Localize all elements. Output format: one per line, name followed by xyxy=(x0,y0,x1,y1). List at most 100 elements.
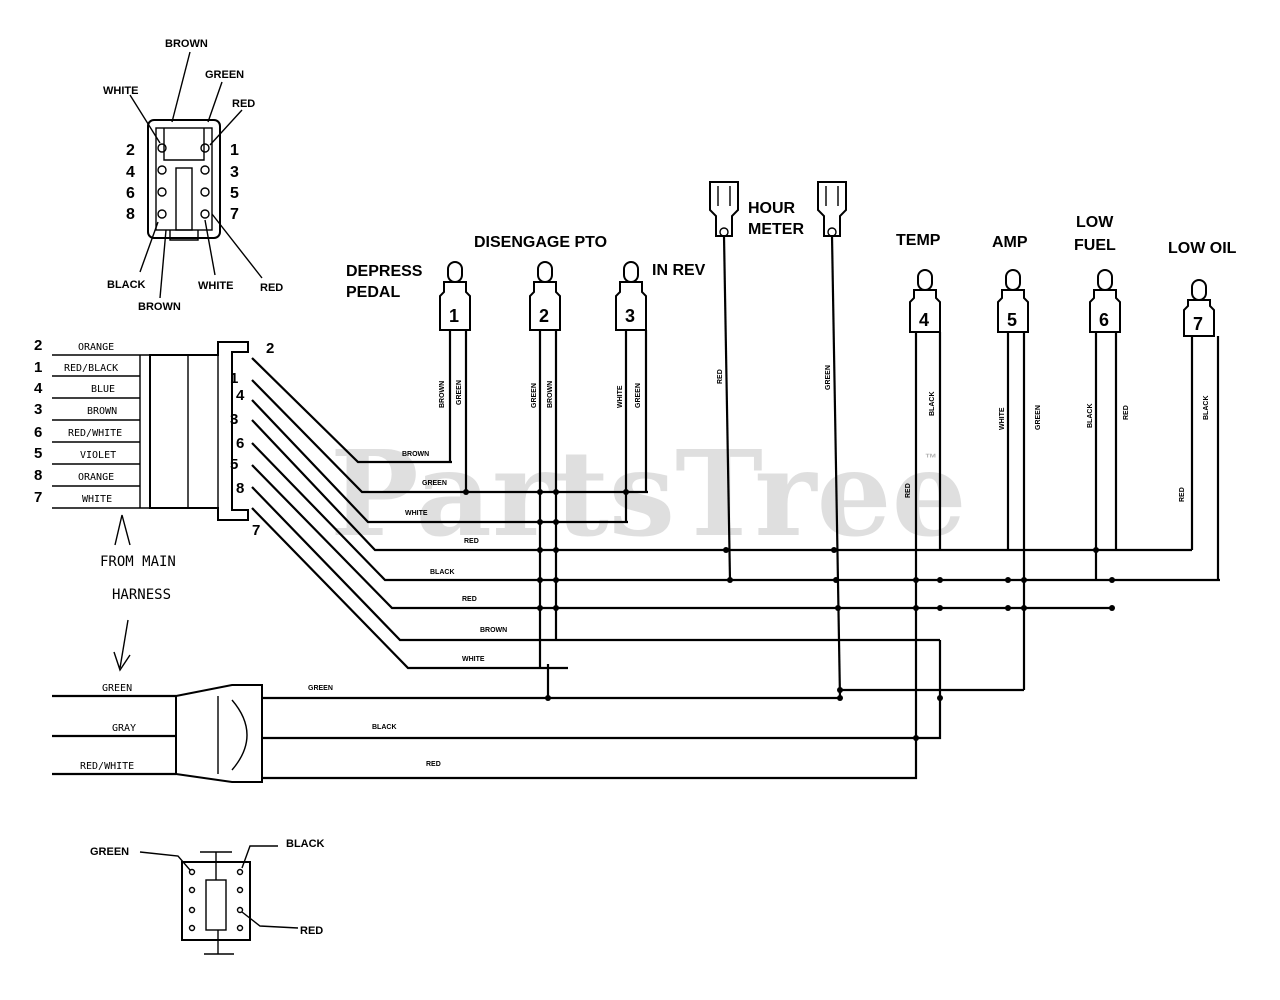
hour-meter-green-label: GREEN xyxy=(825,365,832,390)
lamp-6-title-line2: FUEL xyxy=(1074,237,1116,254)
plug-right-pin-3: 4 xyxy=(236,387,245,404)
plug-right-pin-5: 6 xyxy=(236,435,244,452)
lamp-5-number: 5 xyxy=(1007,310,1017,330)
plug-right-pin-4: 3 xyxy=(230,411,238,428)
lamp-2-title: DISENGAGE PTO xyxy=(474,234,607,251)
plug-pin-8: 7 xyxy=(34,489,42,506)
lamp-6-wire-b-label: RED xyxy=(1123,405,1130,420)
top-pin-right-2: 3 xyxy=(230,164,239,181)
bus-label-white: WHITE xyxy=(405,510,428,517)
plug-color-1: ORANGE xyxy=(78,342,114,353)
watermark-trademark: ™ xyxy=(925,451,937,465)
lamp-3-title: IN REV xyxy=(652,262,706,279)
plug-pin-2: 1 xyxy=(34,359,42,376)
lamp-1-wire-a-label: BROWN xyxy=(439,381,446,408)
bus-label-black: BLACK xyxy=(430,569,455,576)
hour-meter-title: HOUR xyxy=(748,200,796,217)
bottom-connector xyxy=(139,845,299,955)
plug-right-pin-7: 8 xyxy=(236,480,244,497)
lamp-2-wire-b-label: BROWN xyxy=(547,381,554,408)
bottom-connector-green-label: GREEN xyxy=(90,846,129,858)
lamp-7 xyxy=(1183,279,1220,580)
plug-color-7: ORANGE xyxy=(78,472,114,483)
top-connector-white-bottom-label: WHITE xyxy=(198,280,233,292)
top-connector xyxy=(129,51,263,299)
top-pin-left-4: 8 xyxy=(126,206,135,223)
lower-harness xyxy=(52,550,942,783)
harness-redwhite-left: RED/WHITE xyxy=(80,761,134,772)
lamp-3-wire-b-label: GREEN xyxy=(635,383,642,408)
bus-label-green: GREEN xyxy=(422,480,447,487)
lamp-4-wire-b-label: RED xyxy=(905,483,912,498)
bottom-connector-black-label: BLACK xyxy=(286,838,325,850)
lamp-7-number: 7 xyxy=(1193,314,1203,334)
top-connector-white-label: WHITE xyxy=(103,85,138,97)
top-pin-left-3: 6 xyxy=(126,185,135,202)
plug-color-4: BROWN xyxy=(87,406,117,417)
plug-right-pin-2: 1 xyxy=(230,370,238,387)
lamp-7-title: LOW OIL xyxy=(1168,240,1237,257)
bus-label-red-2: RED xyxy=(462,596,477,603)
lamp-7-wire-a-label: BLACK xyxy=(1203,396,1210,421)
top-connector-green-label: GREEN xyxy=(205,69,244,81)
top-pin-right-3: 5 xyxy=(230,185,239,202)
lamp-4-wire-a-label: BLACK xyxy=(929,392,936,417)
from-main-line2: HARNESS xyxy=(112,587,171,603)
lamp-6-title: LOW xyxy=(1076,214,1114,231)
lamp-5-wire-a-label: WHITE xyxy=(999,407,1006,430)
top-connector-red-bottom-label: RED xyxy=(260,282,283,294)
junctions xyxy=(463,489,1115,741)
bottom-connector-red-label: RED xyxy=(300,925,323,937)
top-pin-left-2: 4 xyxy=(126,164,135,181)
harness-gray-left: GRAY xyxy=(112,723,136,734)
lamp-4 xyxy=(909,269,942,550)
lamp-3-number: 3 xyxy=(625,306,635,326)
hour-meter-red-label: RED xyxy=(717,369,724,384)
harness-plug xyxy=(52,341,249,672)
lamp-4-title: TEMP xyxy=(896,232,941,249)
harness-green-left: GREEN xyxy=(102,683,132,694)
watermark: PartsTree xyxy=(330,424,967,563)
lamp-1 xyxy=(439,261,471,492)
top-connector-brown-label: BROWN xyxy=(165,38,208,50)
plug-pin-5: 6 xyxy=(34,424,42,441)
plug-pin-4: 3 xyxy=(34,401,42,418)
lamp-2-wire-a-label: GREEN xyxy=(531,383,538,408)
lamp-1-title-line2: PEDAL xyxy=(346,284,400,301)
top-pin-left-1: 2 xyxy=(126,142,135,159)
hour-meter xyxy=(709,181,847,699)
hour-meter-title-line2: METER xyxy=(748,221,804,238)
top-pin-right-4: 7 xyxy=(230,206,239,223)
lamp-2 xyxy=(529,261,561,668)
plug-pin-1: 2 xyxy=(34,337,42,354)
top-pin-right-1: 1 xyxy=(230,142,239,159)
plug-right-pin-6: 5 xyxy=(230,456,238,473)
harness-black-right: BLACK xyxy=(372,724,397,731)
from-main-line1: FROM MAIN xyxy=(100,554,176,570)
top-connector-red-label: RED xyxy=(232,98,255,110)
lamp-3-wire-a-label: WHITE xyxy=(617,385,624,408)
lamp-6 xyxy=(1089,269,1121,580)
lamp-2-number: 2 xyxy=(539,306,549,326)
lamp-1-title: DEPRESS xyxy=(346,263,423,280)
plug-pin-3: 4 xyxy=(34,380,43,397)
harness-red-right: RED xyxy=(426,761,441,768)
lamp-6-number: 6 xyxy=(1099,310,1109,330)
plug-right-pin-1: 2 xyxy=(266,340,274,357)
bus-label-brown-2: BROWN xyxy=(480,627,507,634)
harness-green-right: GREEN xyxy=(308,685,333,692)
lamp-7-wire-b-label: RED xyxy=(1179,487,1186,502)
plug-pin-7: 8 xyxy=(34,467,42,484)
lamp-5-wire-b-label: GREEN xyxy=(1035,405,1042,430)
lamp-5 xyxy=(997,269,1029,690)
plug-color-8: WHITE xyxy=(82,494,112,505)
plug-color-5: RED/WHITE xyxy=(68,428,122,439)
top-connector-brown-bottom-label: BROWN xyxy=(138,301,181,313)
plug-color-2: RED/BLACK xyxy=(64,363,118,374)
plug-color-6: VIOLET xyxy=(80,450,116,461)
lamp-5-title: AMP xyxy=(992,234,1028,251)
plug-pin-6: 5 xyxy=(34,445,42,462)
bus-label-red: RED xyxy=(464,538,479,545)
lamp-6-wire-a-label: BLACK xyxy=(1087,404,1094,429)
